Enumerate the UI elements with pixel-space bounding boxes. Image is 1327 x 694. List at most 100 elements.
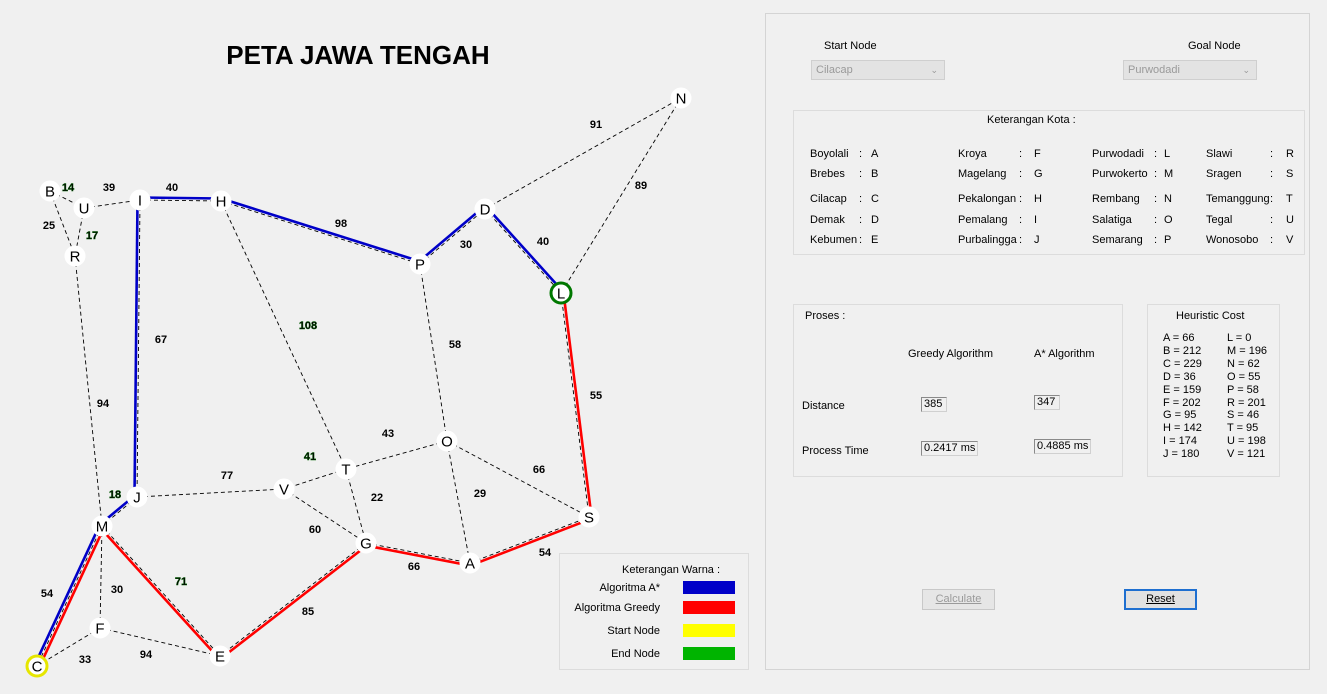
- greedy-path-segment: [365, 544, 470, 567]
- heuristic-value: L = 0: [1227, 332, 1252, 344]
- city-name: Pemalang: [958, 214, 1008, 226]
- astar-path-segment: [485, 206, 564, 293]
- greedy-path-segment: [470, 518, 591, 567]
- edge-weight-label: 58: [449, 339, 461, 351]
- edge-weight-label: 54: [41, 588, 54, 600]
- heuristic-value: V = 121: [1227, 448, 1266, 461]
- edge-H-P: [220, 200, 421, 265]
- city-code: O: [1164, 214, 1173, 226]
- heuristic-value: N = 62: [1227, 357, 1260, 370]
- edge-weight-label: 30: [460, 239, 472, 251]
- city-code: P: [1164, 234, 1172, 246]
- city-separator: :: [1154, 148, 1158, 160]
- city-name: Purwodadi: [1092, 148, 1144, 160]
- start-node-label: Start Node: [824, 40, 877, 52]
- node-T: [335, 458, 357, 480]
- legend-label-astar: Algoritma A*: [599, 582, 660, 594]
- chevron-down-icon[interactable]: ⌄: [1242, 65, 1250, 75]
- astar-path-segment: [417, 206, 485, 264]
- paths-layer: [33, 196, 593, 668]
- city-code: B: [871, 168, 879, 180]
- goal-node-value: Purwodadi: [1128, 64, 1180, 76]
- heuristic-value: A = 66: [1163, 332, 1195, 344]
- node-label: R: [70, 249, 81, 266]
- city-name: Salatiga: [1092, 214, 1132, 226]
- heuristic-value: I = 174: [1163, 435, 1197, 448]
- edge-P-O: [419, 263, 448, 442]
- heuristic-value: G = 95: [1163, 409, 1197, 422]
- start-node-select[interactable]: Cilacap ⌄: [811, 60, 945, 80]
- node-label: T: [341, 462, 350, 479]
- node-label: H: [216, 194, 227, 211]
- heuristic-value: R = 201: [1227, 396, 1266, 409]
- edge-weight-label: 22: [371, 492, 383, 504]
- city-code: J: [1034, 234, 1040, 246]
- legend-label-start: Start Node: [607, 625, 660, 637]
- city-name: Tegal: [1206, 214, 1233, 226]
- heuristic-value: F = 202: [1163, 396, 1201, 409]
- city-separator: :: [1270, 168, 1274, 180]
- edge-weight-label: 66: [408, 561, 420, 573]
- city-separator: :: [1019, 193, 1023, 205]
- city-separator: :: [1270, 234, 1274, 246]
- heuristic-value: B = 212: [1163, 344, 1202, 357]
- city-code: G: [1034, 168, 1043, 180]
- goal-node-select[interactable]: Purwodadi ⌄: [1123, 60, 1257, 80]
- edge-weight-label: 40: [537, 236, 549, 248]
- city-code: T: [1286, 193, 1293, 205]
- node-G: [355, 532, 377, 554]
- node-label: V: [279, 482, 289, 499]
- city-name: Demak: [810, 214, 845, 226]
- city-separator: :: [859, 193, 863, 205]
- node-label: L: [557, 286, 565, 303]
- edge-weight-label: 40: [166, 182, 178, 194]
- node-label: S: [584, 510, 594, 527]
- node-I: [129, 189, 151, 211]
- heuristic-value: E = 159: [1163, 383, 1202, 396]
- process-title: Proses :: [805, 310, 846, 322]
- edge-A-S: [469, 516, 590, 564]
- distance-label: Distance: [802, 400, 845, 412]
- node-P: [409, 253, 431, 275]
- heuristic-value: P = 58: [1227, 383, 1259, 396]
- edge-weight-label: 55: [590, 390, 602, 402]
- city-separator: :: [1154, 168, 1158, 180]
- node-label: E: [215, 649, 225, 666]
- edge-weight-label: 71: [175, 576, 187, 588]
- node-label: D: [480, 202, 491, 219]
- city-name: Pekalongan: [958, 193, 1017, 205]
- edge-T-V: [283, 468, 347, 490]
- edge-weight-label: 30: [111, 584, 123, 596]
- astar-distance-field: 347: [1034, 395, 1060, 410]
- astar-time-field: 0.4885 ms: [1034, 439, 1091, 454]
- node-F: [89, 617, 111, 639]
- heuristic-value: O = 55: [1227, 370, 1261, 383]
- city-code: F: [1034, 148, 1041, 160]
- edge-weight-label: 18: [109, 489, 121, 501]
- node-label: B: [45, 184, 55, 201]
- node-H: [210, 190, 232, 212]
- city-separator: :: [1019, 168, 1023, 180]
- heuristic-value: C = 229: [1163, 357, 1202, 370]
- map-title: PETA JAWA TENGAH: [226, 40, 490, 70]
- city-separator: :: [859, 148, 863, 160]
- reset-button[interactable]: Reset: [1124, 589, 1197, 610]
- edge-G-E: [219, 542, 367, 657]
- city-separator: :: [1154, 214, 1158, 226]
- city-legend-title: Keterangan Kota :: [987, 114, 1076, 126]
- edge-J-V: [136, 488, 285, 498]
- edge-weight-label: 94: [97, 398, 110, 410]
- edge-weight-label: 14: [62, 182, 75, 194]
- city-code: M: [1164, 168, 1174, 180]
- edge-weight-label: 108: [299, 320, 317, 332]
- color-legend-group: Keterangan Warna : Algoritma A* Algoritm…: [559, 553, 749, 670]
- calculate-button[interactable]: Calculate: [922, 589, 995, 610]
- chevron-down-icon[interactable]: ⌄: [930, 65, 938, 75]
- city-separator: :: [1270, 148, 1274, 160]
- city-code: U: [1286, 214, 1294, 226]
- node-C: [25, 654, 49, 678]
- greedy-time-field: 0.2417 ms: [921, 441, 978, 456]
